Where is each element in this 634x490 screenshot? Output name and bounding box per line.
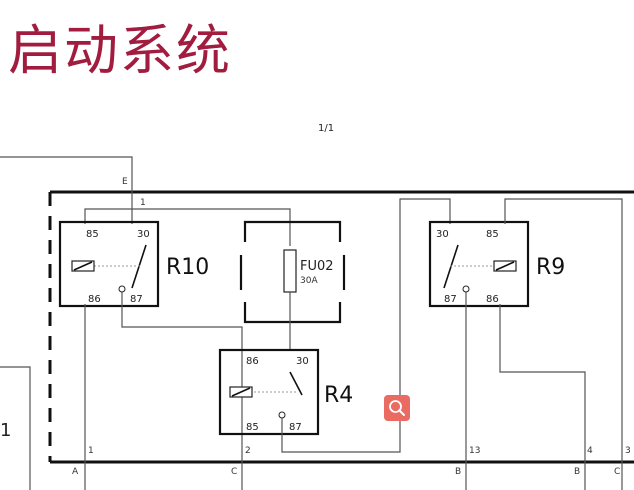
- relay-r4: 86 30 85 87: [218, 348, 320, 436]
- relay-r9: 30 85 87 86: [428, 220, 530, 308]
- r4-pin-85: 85: [246, 422, 259, 433]
- relay-r4-label: R4: [324, 383, 353, 408]
- page-indicator: 1/1: [318, 123, 334, 134]
- r9-pin-30: 30: [436, 229, 449, 240]
- wire-label-1-top: 1: [140, 198, 146, 208]
- r4-pin-30: 30: [296, 356, 309, 367]
- page-title: 启动系统: [8, 19, 232, 82]
- fuse-name: FU02: [300, 259, 334, 274]
- wire-4: [499, 304, 586, 490]
- relay-r10-label: R10: [166, 255, 209, 280]
- r9-pin-85: 85: [486, 229, 499, 240]
- zoom-button[interactable]: [384, 395, 410, 421]
- r10-pin-30: 30: [137, 229, 150, 240]
- wire-3: [504, 198, 623, 490]
- connector-b-1: B: [455, 467, 461, 477]
- fuse-rating: 30A: [300, 276, 318, 286]
- wire-label-1: 1: [88, 446, 94, 456]
- r4-pin-87: 87: [289, 422, 302, 433]
- wire-1-top: [84, 208, 291, 246]
- wire-label-e: E: [122, 177, 128, 187]
- left-external-box: [0, 366, 31, 490]
- connector-b-2: B: [574, 467, 580, 477]
- r4-pin-86: 86: [246, 356, 259, 367]
- relay-r9-label: R9: [536, 255, 565, 280]
- r10-pin-85: 85: [86, 229, 99, 240]
- r9-pin-87: 87: [444, 294, 457, 305]
- magnifier-icon: [389, 400, 405, 416]
- relay-r10: 85 30 86 87: [58, 220, 160, 308]
- fuse-fu02: FU02 30A: [239, 220, 346, 324]
- wire-label-13: 13: [469, 446, 480, 456]
- connector-a: A: [72, 467, 79, 477]
- wire-label-2: 2: [245, 446, 251, 456]
- connector-c-1: C: [231, 467, 237, 477]
- wire-r4-to-r9: [281, 198, 451, 453]
- left-connector-label: 1: [0, 420, 11, 441]
- wire-label-4: 4: [587, 446, 593, 456]
- r10-pin-86: 86: [88, 294, 101, 305]
- wire-2: [121, 292, 243, 490]
- connector-c-2: C: [614, 467, 620, 477]
- wire-label-3: 3: [625, 446, 631, 456]
- r10-pin-87: 87: [130, 294, 143, 305]
- r9-pin-86: 86: [486, 294, 499, 305]
- wire-e: [0, 156, 133, 224]
